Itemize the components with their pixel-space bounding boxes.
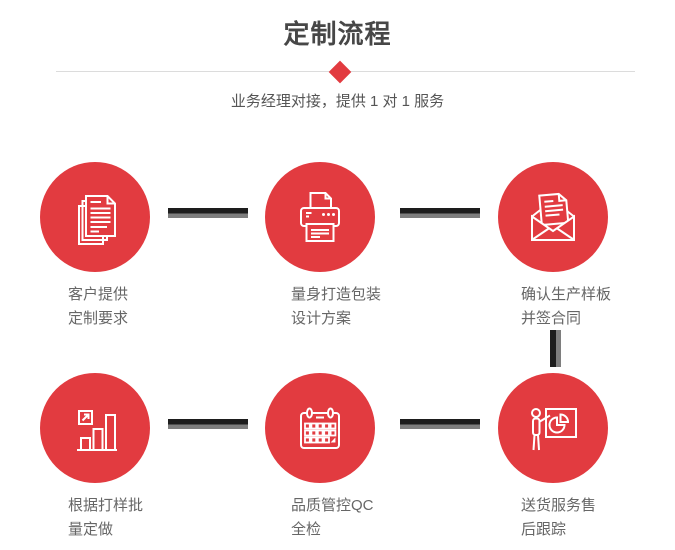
printer-icon [300, 192, 340, 242]
step-label-line1: 根据打样批 [68, 497, 144, 514]
step-customer-requirements [40, 162, 150, 272]
bar-chart-icon [77, 410, 117, 451]
step-delivery-aftersales [498, 373, 608, 483]
page-subtitle: 业务经理对接，提供 1 对 1 服务 [230, 93, 445, 110]
presenter-board-icon [531, 408, 577, 451]
open-envelope-icon [531, 192, 575, 241]
step-label-line1: 品质管控QC [291, 497, 374, 514]
step-label: 客户提供 定制要求 [68, 283, 128, 331]
connector-step4-step5 [168, 419, 248, 429]
step-label: 根据打样批 量定做 [68, 494, 143, 542]
step-label-line1: 量身打造包装 [291, 286, 382, 303]
step-label-line1: 确认生产样板 [521, 286, 612, 303]
step-label-line2: 设计方案 [291, 310, 352, 327]
connector-step2-step3 [400, 208, 480, 218]
step-label: 量身打造包装 设计方案 [291, 283, 381, 331]
step-label-line2: 并签合同 [521, 310, 582, 327]
step-label: 确认生产样板 并签合同 [521, 283, 611, 331]
step-label-line2: 量定做 [68, 521, 114, 538]
step-label-line1: 客户提供 [68, 286, 129, 303]
diamond-accent-icon [328, 60, 352, 84]
step-label-line1: 送货服务售 [521, 497, 597, 514]
page-title: 定制流程 [283, 19, 392, 49]
step-sample-contract [498, 162, 608, 272]
calendar-icon [300, 407, 340, 449]
step-packaging-design [265, 162, 375, 272]
step-label: 送货服务售 后跟踪 [521, 494, 596, 542]
connector-step3-step6 [550, 330, 561, 367]
step-qc-inspection [265, 373, 375, 483]
connector-step1-step2 [168, 208, 248, 218]
step-label-line2: 后跟踪 [521, 521, 567, 538]
step-label: 品质管控QC 全检 [291, 494, 374, 542]
stacked-documents-icon [78, 195, 116, 245]
connector-step5-step6 [400, 419, 480, 429]
step-label-line2: 全检 [291, 521, 322, 538]
step-label-line2: 定制要求 [68, 310, 129, 327]
step-batch-production [40, 373, 150, 483]
